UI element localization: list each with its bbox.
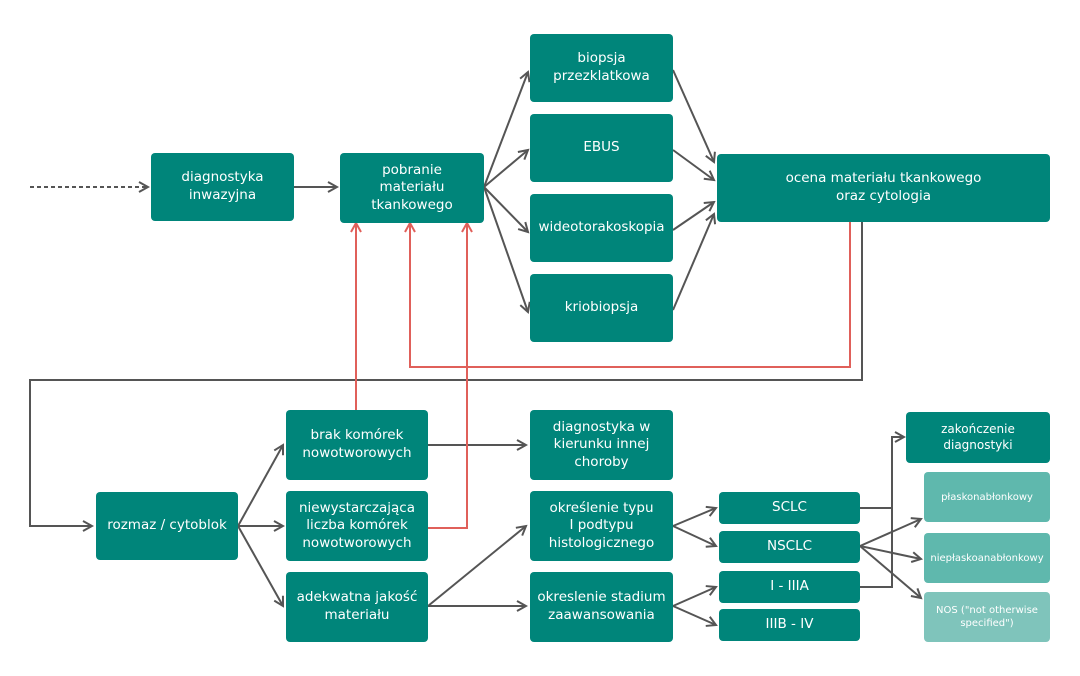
arrow-kriobiopsja-to-ocena bbox=[672, 214, 714, 311]
box-pobranie-materialu: pobranie materiału tkankowego bbox=[340, 153, 484, 223]
arrow-rozmaz-to-adekwatna bbox=[237, 525, 283, 606]
box-okreslenie-typu: określenie typu I podtypu histologiczneg… bbox=[530, 491, 673, 561]
arrow-stadium-to-iiib-iv bbox=[672, 605, 716, 625]
box-rozmaz-cytoblok: rozmaz / cytoblok bbox=[96, 492, 238, 560]
box-iiib-iv: IIIB - IV bbox=[719, 609, 860, 641]
arrow-wideo-to-ocena bbox=[672, 202, 714, 231]
box-adekwatna-jakosc: adekwatna jakość materiału bbox=[286, 572, 428, 642]
feedback-niewystarczajaca-to-pobranie bbox=[428, 223, 467, 529]
arrow-ocena-to-rozmaz bbox=[29, 222, 863, 526]
box-diagnostyka-innej-choroby: diagnostyka w kierunku innej choroby bbox=[530, 410, 673, 480]
arrow-pobranie-to-wideo bbox=[483, 186, 528, 232]
box-biopsja-przezklatkowa: biopsja przezklatkowa bbox=[530, 34, 673, 102]
arrow-nsclc-to-plaskonablonkowy bbox=[859, 519, 921, 547]
arrow-typu-to-nsclc bbox=[672, 525, 716, 546]
box-sclc: SCLC bbox=[719, 492, 860, 524]
arrow-nsclc-to-nieplaskonablonkowy bbox=[859, 545, 921, 559]
box-ebus: EBUS bbox=[530, 114, 673, 182]
box-kriobiopsja: kriobiopsja bbox=[530, 274, 673, 342]
box-wideotorakoskopia: wideotorakoskopia bbox=[530, 194, 673, 262]
arrow-pobranie-to-kriobiopsja bbox=[483, 186, 528, 312]
arrow-rozmaz-to-brak bbox=[237, 445, 283, 527]
box-nieplaskonablonkowy: niepłaskoanabłonkowy bbox=[924, 533, 1050, 583]
box-ocena-materialu: ocena materiału tkankowego oraz cytologi… bbox=[717, 154, 1050, 222]
box-okreslenie-stadium: okreslenie stadium zaawansowania bbox=[530, 572, 673, 642]
arrow-nsclc-to-nos bbox=[859, 545, 921, 598]
box-i-iiia: I - IIIA bbox=[719, 571, 860, 603]
box-brak-komorek: brak komórek nowotworowych bbox=[286, 410, 428, 480]
arrow-sclc-to-zakonczenie bbox=[860, 437, 904, 509]
feedback-ocena-to-pobranie bbox=[410, 222, 851, 368]
connector-i-iiia-to-zakonczenie bbox=[860, 508, 893, 588]
arrow-pobranie-to-biopsja bbox=[483, 72, 528, 188]
box-diagnostyka-inwazyjna: diagnostyka inwazyjna bbox=[151, 153, 294, 221]
arrow-typu-to-sclc bbox=[672, 508, 716, 527]
arrow-adekwatna-to-typu bbox=[427, 526, 526, 607]
box-zakonczenie-diagnostyki: zakończenie diagnostyki bbox=[906, 412, 1050, 463]
arrow-pobranie-to-ebus bbox=[483, 150, 528, 188]
box-plaskonablonkowy: płaskonabłonkowy bbox=[924, 472, 1050, 522]
box-niewystarczajaca-liczba: niewystarczająca liczba komórek nowotwor… bbox=[286, 491, 428, 561]
box-nos: NOS ("not otherwise specified") bbox=[924, 592, 1050, 642]
box-nsclc: NSCLC bbox=[719, 531, 860, 563]
arrow-ebus-to-ocena bbox=[672, 149, 714, 180]
arrow-biopsja-to-ocena bbox=[672, 69, 714, 162]
arrow-stadium-to-i-iiia bbox=[672, 587, 716, 607]
